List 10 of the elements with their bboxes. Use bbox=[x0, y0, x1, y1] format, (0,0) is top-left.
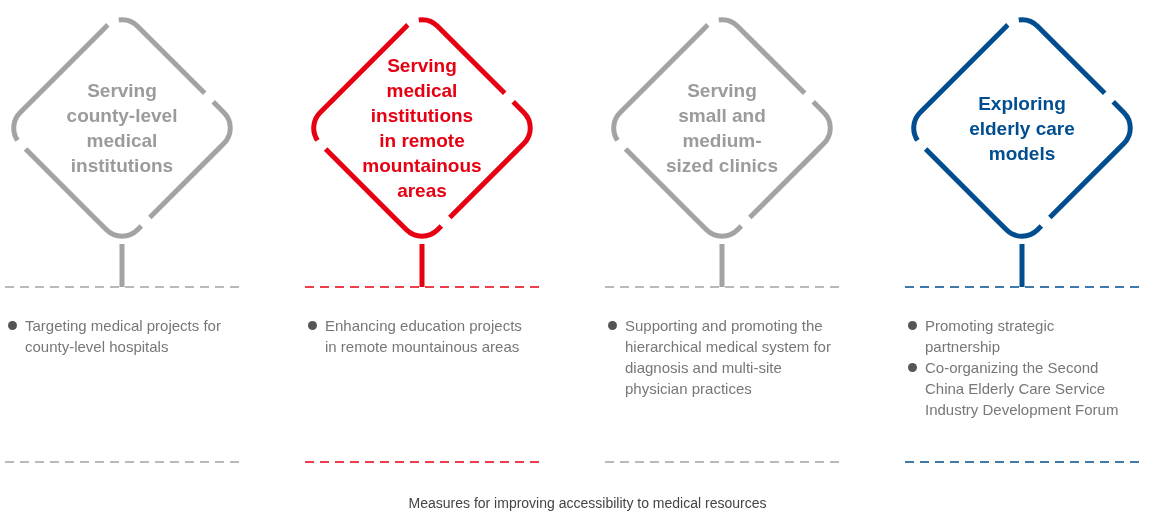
caption: Measures for improving accessibility to medical resources bbox=[408, 495, 767, 511]
bullet-item: Promoting strategic partnership bbox=[907, 315, 1133, 357]
diamond-title: Exploring elderly care models bbox=[968, 91, 1076, 166]
bullet-item: Enhancing education projects in remote mountainous areas bbox=[307, 315, 533, 357]
diamond-title: Serving small and medium-sized clinics bbox=[665, 79, 779, 178]
bullet-item: Co-organizing the Second China Elderly Care Service Industry Development Forum bbox=[907, 357, 1133, 420]
bullet-item: Supporting and promoting the hierarchical medical system for diagnosis and multi-site physician practices bbox=[607, 315, 833, 399]
diamond-title: Serving county-level medical institutions bbox=[65, 79, 179, 178]
bullet-item: Targeting medical projects for county-level hospitals bbox=[7, 315, 233, 357]
diamond-title: Serving medical institutions in remote mountainous areas bbox=[362, 54, 482, 203]
